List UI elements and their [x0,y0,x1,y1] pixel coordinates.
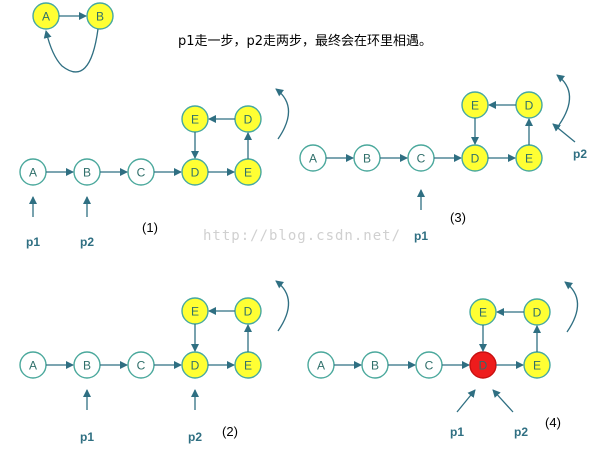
panel-3-cycle-top-left-label: E [471,99,479,113]
top-node-a: A [32,2,60,30]
panel-1-label: (1) [142,220,158,235]
panel-2-cycle-bottom-left: D [181,351,209,379]
panel-3-cycle-bottom-left: D [461,144,489,172]
panel-4: A B C D E E D (4) p1 p2 [307,281,579,439]
top-node-b-label: B [96,10,104,24]
panel-4-cycle-bottom-left: D [469,351,497,379]
panel-1-cycle-bottom-right-label: E [244,166,252,180]
panel-3-node-c-label: C [417,152,426,166]
panel-3-cycle-bottom-right-label: E [525,152,533,166]
panel-1-p1-label: p1 [26,235,40,249]
panel-2-node-a-label: A [29,359,37,373]
panel-4-cycle-top-left: E [469,298,497,326]
panel-1-rotation-arrow [275,88,290,140]
panel-4-p1-label: p1 [450,425,464,439]
panel-3-rotation-arrow [556,74,571,126]
panel-2-cycle-bottom-right-label: E [244,359,252,373]
panel-2-label: (2) [222,424,238,439]
panel-3-cycle-top-left: E [461,91,489,119]
panel-3-cycle-top-right: D [515,91,543,119]
panel-1-cycle-top-left: E [181,105,209,133]
panel-4-node-a-label: A [317,359,325,373]
panel-4-p2-arrow [492,389,514,413]
panel-2-cycle-top-left-label: E [191,305,199,319]
panel-1-node-b-label: B [83,166,91,180]
panel-1-node-a-label: A [29,166,37,180]
panel-3-node-b-label: B [363,152,371,166]
watermark-text: http://blog.csdn.net/ [203,228,402,244]
panel-2-cycle-bottom-left-label: D [191,359,200,373]
top-node-b-circle [86,2,114,30]
panel-3-cycle-bottom-left-label: D [471,152,480,166]
panel-1-cycle-top-right-label: D [244,113,253,127]
top-loop-b-a [43,28,99,73]
panel-3-node-a-label: A [309,152,317,166]
panel-2-cycle-top-left: E [181,297,209,325]
panel-1-node-b: B [73,158,101,186]
panel-3-node-a: A [299,144,327,172]
panel-4-cycle-bottom-right-label: E [533,359,541,373]
panel-4-cycle-top-left-label: E [479,306,487,320]
panel-1-cycle-bottom-left-label: D [191,166,200,180]
panel-4-node-c: C [415,351,443,379]
panel-4-node-c-label: C [425,359,434,373]
panel-3-label: (3) [450,210,466,225]
panel-4-label: (4) [545,415,561,430]
panel-2-node-b: B [73,351,101,379]
panel-1: A B C D E E D (1) p1 p2 [19,88,290,249]
panel-2-node-a: A [19,351,47,379]
panel-4-cycle-top-right: D [523,298,551,326]
watermark: http://blog.csdn.net/ [203,227,401,245]
panel-3: A B C D E E D (3) p1 p2 [299,74,587,243]
top-node-b: B [86,2,114,30]
panel-1-cycle-top-right: D [234,105,262,133]
title: p1走一步，p2走两步，最终会在环里相遇。 [178,33,432,49]
panel-1-cycle-bottom-right: E [234,158,262,186]
panel-1-cycle-bottom-left: D [181,158,209,186]
panel-2-cycle-top-right: D [234,297,262,325]
panel-2: A B C D E E D (2) p1 p2 [19,280,290,444]
panel-3-cycle-top-right-label: D [525,99,534,113]
panel-4-node-a: A [307,351,335,379]
panel-3-node-b: B [353,144,381,172]
panel-2-cycle-bottom-right: E [234,351,262,379]
panel-3-node-c: C [407,144,435,172]
panel-2-node-c: C [127,351,155,379]
panel-2-p1-label: p1 [80,430,94,444]
panel-2-cycle-top-right-label: D [244,305,253,319]
panel-2-node-b-label: B [83,359,91,373]
panel-1-p2-label: p2 [80,235,94,249]
panel-1-node-c-label: C [137,166,146,180]
panel-1-node-a: A [19,158,47,186]
panel-4-rotation-arrow [564,281,579,333]
panel-4-p2-label: p2 [514,425,528,439]
panel-1-node-c: C [127,158,155,186]
panel-4-node-b: B [361,351,389,379]
top-node-a-label: A [42,10,50,24]
panel-4-cycle-bottom-left-label: D [479,359,488,373]
panel-1-cycle-top-left-label: E [191,113,199,127]
panel-4-cycle-top-right-label: D [533,306,542,320]
panel-2-p2-label: p2 [188,430,202,444]
panel-4-node-b-label: B [371,359,379,373]
panel-3-p1-label: p1 [414,229,428,243]
panel-2-rotation-arrow [275,280,290,332]
panel-3-p2-arrow [552,123,576,143]
panel-2-node-c-label: C [137,359,146,373]
panel-3-p2-label: p2 [573,147,587,161]
panel-4-cycle-bottom-right: E [523,351,551,379]
panel-4-p1-arrow [456,389,476,413]
panel-3-cycle-bottom-right: E [515,144,543,172]
